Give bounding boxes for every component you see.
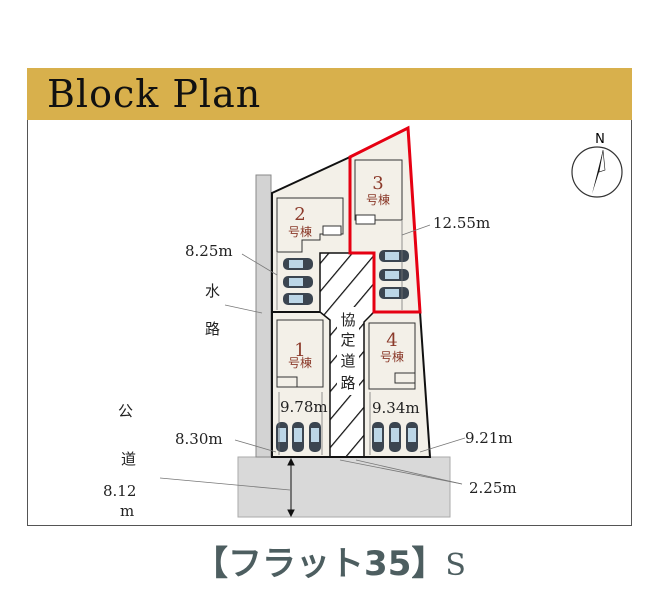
lot-4-frontage: 9.34m (372, 399, 420, 417)
house-4 (368, 322, 416, 390)
waterway-label-2: 路 (205, 320, 220, 338)
lot-4-number: 4 (386, 330, 397, 351)
dimension-lines (159, 221, 466, 491)
north-compass-icon: N (571, 132, 623, 198)
lot-1-frontage: 9.78m (280, 398, 328, 416)
road-width-value: 8.12 (103, 482, 136, 500)
lot-2-suffix: 号棟 (288, 224, 312, 239)
stairs-icon (355, 214, 376, 225)
lot-4-road-frontage: 9.21m (465, 429, 513, 447)
agreement-road-width: 2.25m (469, 479, 517, 497)
header-bar: Block Plan (27, 68, 632, 120)
parking-lot-2 (283, 258, 313, 305)
public-road-label-1: 公 (118, 402, 133, 420)
svg-text:定: 定 (340, 331, 355, 349)
lot-3-highlight (348, 125, 422, 314)
public-road (237, 456, 451, 518)
lot-3-suffix: 号棟 (366, 192, 390, 207)
lot-2-number: 2 (294, 204, 305, 225)
flat35-banner: 【フラット35】S (0, 536, 660, 585)
house-2 (276, 197, 344, 253)
stairs-icon (322, 225, 342, 236)
parking-lot-4 (372, 422, 418, 452)
lot-2-frontage: 8.25m (185, 242, 233, 260)
road-width-arrow (287, 457, 295, 518)
lot-3-number: 3 (372, 173, 383, 194)
lot-1-road-frontage: 8.30m (175, 430, 223, 448)
public-road-label-2: 道 (121, 450, 136, 468)
page-title: Block Plan (47, 72, 262, 116)
house-3 (354, 159, 403, 221)
flat35-label: 【フラット35】 (194, 544, 446, 584)
svg-text:N: N (595, 132, 605, 147)
agreement-road-label: 協 定 道 路 (337, 307, 359, 395)
house-1 (276, 319, 324, 388)
svg-text:道: 道 (340, 352, 355, 370)
lot-1-suffix: 号棟 (288, 355, 312, 370)
parking-lot-1 (276, 422, 321, 452)
waterway-label-1: 水 (205, 282, 220, 300)
lot-3-frontage: 12.55m (433, 214, 490, 232)
parking-lot-3 (379, 250, 409, 299)
svg-text:協: 協 (340, 311, 355, 329)
lot-4-suffix: 号棟 (380, 349, 404, 364)
road-width-unit: m (120, 502, 134, 520)
lot-1-number: 1 (294, 340, 305, 361)
waterway (255, 174, 272, 458)
svg-text:路: 路 (340, 374, 355, 392)
flat35-suffix: S (445, 548, 466, 583)
